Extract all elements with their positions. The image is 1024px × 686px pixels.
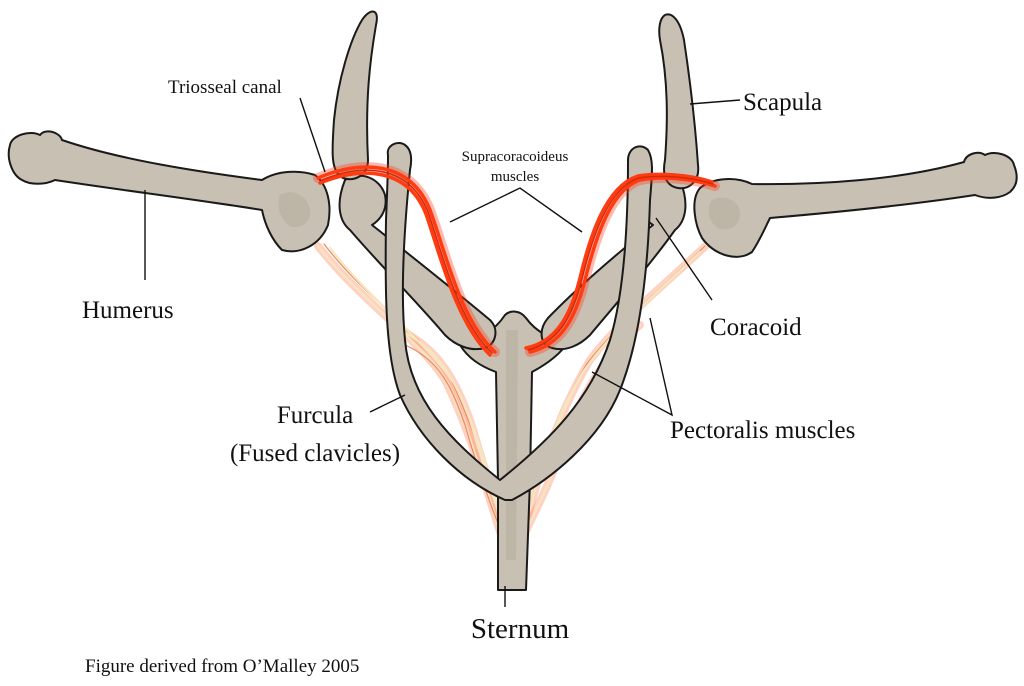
coracoid-leader	[655, 217, 713, 301]
label-furcula-2: (Fused clavicles)	[230, 440, 400, 467]
label-coracoid: Coracoid	[710, 314, 802, 341]
humerus-bones	[7, 130, 1018, 258]
label-humerus: Humerus	[82, 297, 174, 324]
scapula-bones	[331, 10, 700, 190]
furcula-bone	[384, 142, 653, 501]
label-pectoralis: Pectoralis muscles	[670, 417, 855, 444]
supracoracoideus-leader	[449, 187, 583, 233]
label-scapula: Scapula	[743, 89, 822, 116]
figure-caption: Figure derived from O’Malley 2005	[85, 656, 359, 677]
pectoralis-leader	[591, 317, 674, 417]
label-supracoracoideus-1: Supracoracoideus	[462, 149, 569, 165]
label-furcula-1: Furcula	[277, 402, 353, 429]
leader-lines	[144, 97, 741, 607]
label-supracoracoideus-2: muscles	[491, 169, 539, 185]
furcula-leader	[369, 394, 406, 413]
label-triosseal-canal: Triosseal canal	[168, 77, 282, 98]
scapula-leader	[689, 99, 741, 105]
triosseal-canal-leader	[299, 97, 326, 173]
supracoracoideus-muscles	[313, 162, 720, 357]
label-sternum: Sternum	[471, 613, 570, 645]
labels: Triosseal canal Scapula Supracoracoideus…	[82, 77, 855, 677]
